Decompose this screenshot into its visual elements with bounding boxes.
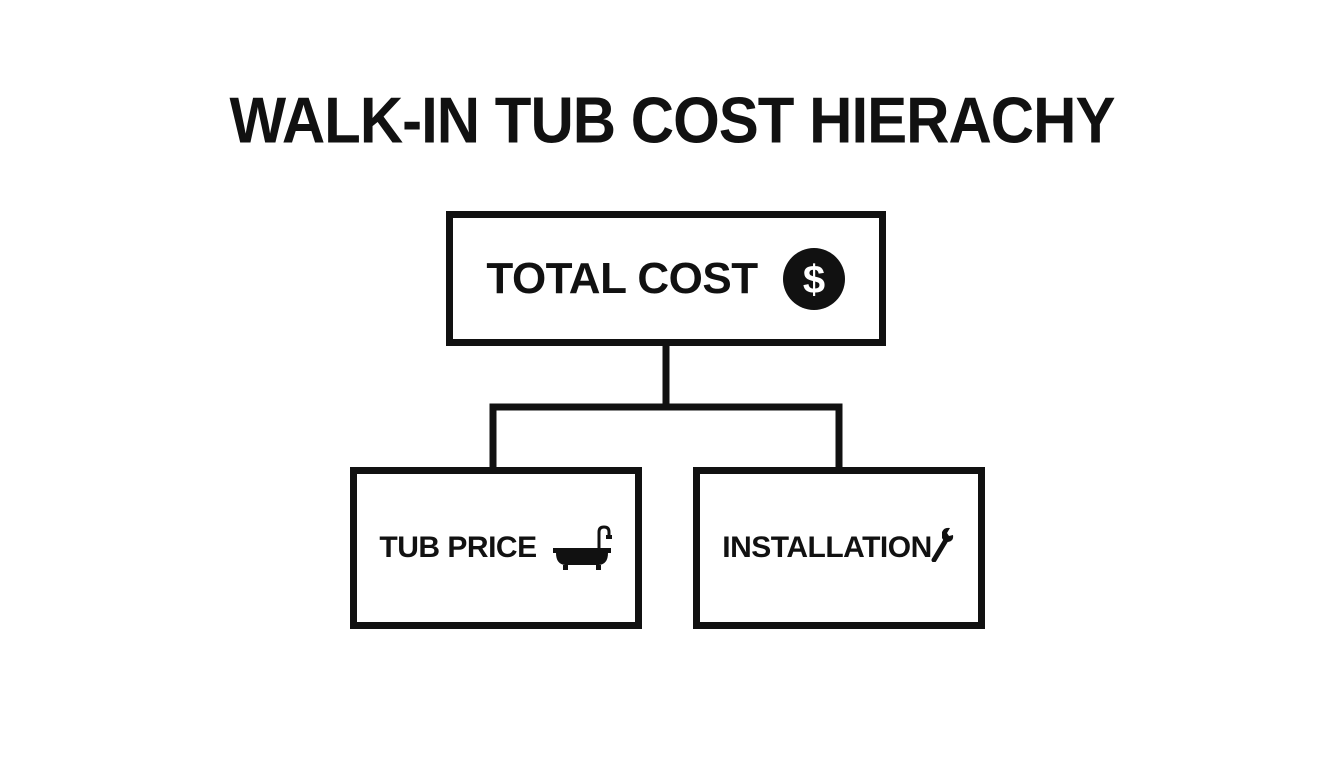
installation-label: INSTALLATION xyxy=(722,531,932,564)
bathtub-icon xyxy=(552,525,612,570)
diagram-title: WALK-IN TUB COST HIERACHY xyxy=(229,84,1116,157)
tub-price-label: TUB PRICE xyxy=(379,531,537,564)
dollar-circle-icon: $ xyxy=(782,247,845,310)
total-cost-label: TOTAL COST xyxy=(486,253,758,303)
total-cost-node: TOTAL COST $ xyxy=(446,211,886,346)
tub-price-node: TUB PRICE xyxy=(350,467,642,629)
svg-text:$: $ xyxy=(802,258,824,302)
installation-node: INSTALLATION xyxy=(693,467,985,629)
wrench-icon xyxy=(931,527,953,562)
